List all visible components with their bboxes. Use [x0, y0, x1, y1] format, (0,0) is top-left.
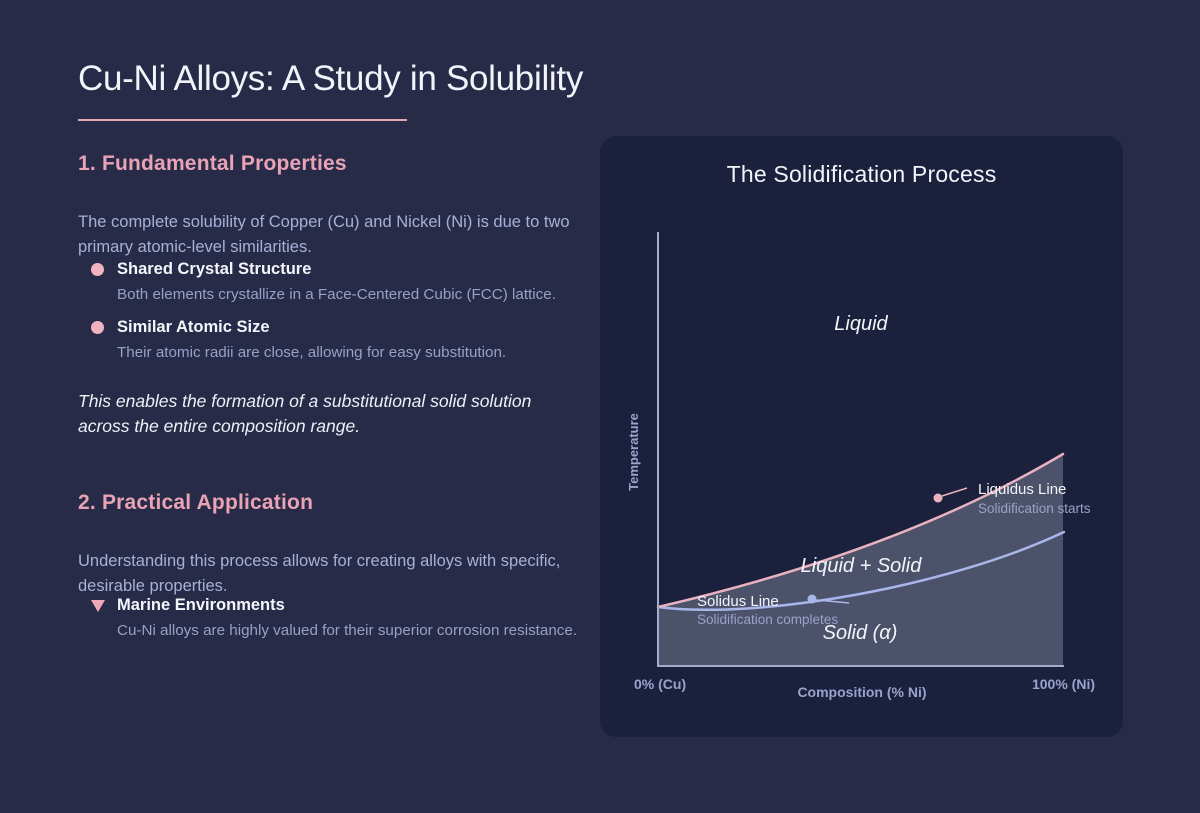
chart-card: The Solidification Process Liquid Liquid… [600, 136, 1123, 737]
list-item-desc: Their atomic radii are close, allowing f… [117, 344, 507, 361]
x-axis-min-label: 0% (Cu) [634, 676, 686, 692]
dot-bullet-icon [91, 321, 104, 334]
liquidus-curve [656, 452, 1065, 609]
chart-title: The Solidification Process [726, 161, 997, 187]
list-item: Similar Atomic Size [78, 318, 618, 338]
list-item: Marine Environments [78, 596, 618, 616]
page-title: Cu-Ni Alloys: A Study in Solubility [78, 59, 584, 98]
liquidus-leader-line [941, 487, 968, 497]
solidus-leader-line [816, 599, 850, 604]
list-item-title: Similar Atomic Size [117, 318, 270, 336]
liquidus-marker-dot [933, 493, 943, 503]
dot-bullet-icon [91, 263, 104, 276]
x-axis-max-label: 100% (Ni) [1032, 676, 1095, 692]
liquidus-label: Liquidus Line [978, 481, 1066, 498]
list-item-desc: Cu-Ni alloys are highly valued for their… [117, 622, 578, 639]
solidus-sublabel: Solidification completes [697, 612, 838, 627]
region-label-liquid: Liquid [834, 313, 888, 335]
triangle-bullet-icon [91, 600, 105, 612]
region-label-solid-alpha: Solid (α) [823, 622, 898, 644]
section-1-note: This enables the formation of a substitu… [78, 391, 532, 436]
section-2-intro: Understanding this process allows for cr… [78, 552, 561, 595]
y-axis-label: Temperature [626, 413, 641, 491]
title-underline [78, 119, 407, 121]
section-1-intro: The complete solubility of Copper (Cu) a… [78, 213, 570, 256]
solidus-label: Solidus Line [697, 593, 779, 610]
list-item-desc: Both elements crystallize in a Face-Cent… [117, 286, 556, 303]
list-item-title: Marine Environments [117, 596, 285, 614]
list-item: Shared Crystal Structure [78, 260, 618, 280]
list-item-title: Shared Crystal Structure [117, 260, 312, 278]
region-label-liquid-solid: Liquid + Solid [801, 555, 923, 577]
liquidus-sublabel: Solidification starts [978, 501, 1091, 516]
x-axis-label: Composition (% Ni) [797, 684, 926, 700]
solidus-marker-dot [807, 594, 817, 604]
section-1-heading: 1. Fundamental Properties [78, 152, 347, 175]
phase-diagram: Liquid Liquid + Solid Solid (α) Liquidus… [626, 232, 1095, 700]
solidus-curve [656, 530, 1066, 612]
section-2-heading: 2. Practical Application [78, 491, 314, 514]
